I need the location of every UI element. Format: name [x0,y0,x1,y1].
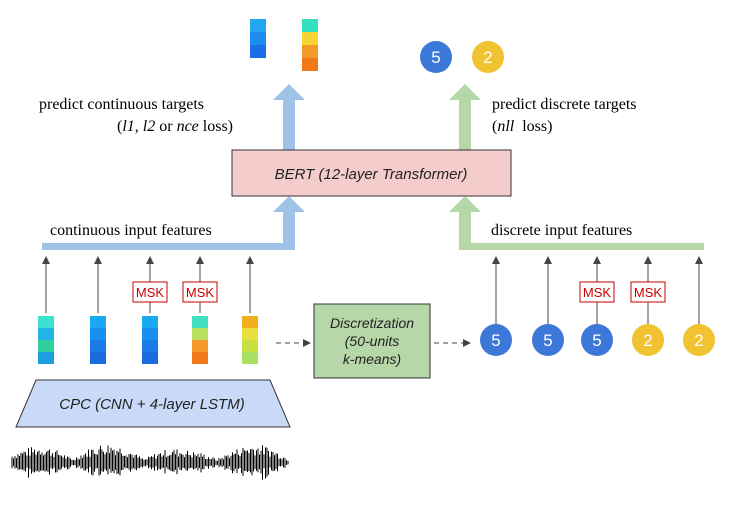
token-circle [581,324,613,356]
continuous-loss-label: (l1, l2 or nce loss) [117,118,233,135]
svg-text:(50-units: (50-units [345,333,399,349]
feature-cell [192,316,208,328]
svg-text:MSK: MSK [136,285,165,300]
msk-box: MSK [182,281,218,303]
discrete-token-3: MSK 5 [579,256,615,356]
feature-cell [192,352,208,364]
svg-text:2: 2 [483,48,492,67]
feature-cell [142,340,158,352]
feature-cell [192,340,208,352]
continuous-input-arrow [42,196,305,250]
discrete-token-columns: 5 5 MSK 5 MSK 2 2 [480,256,715,356]
discrete-loss-label: (nll loss) [492,118,552,135]
continuous-target-vectors [250,19,318,71]
cpc-encoder-block: CPC (CNN + 4-layer LSTM) [15,379,291,428]
feature-cell [90,328,106,340]
token-label: 5 [543,331,552,350]
continuous-feature-1 [38,256,54,364]
target-vector-cell [302,58,318,71]
feature-cell [142,352,158,364]
discrete-target-token-5: 5 [420,41,452,73]
continuous-feature-4: MSK [182,256,218,364]
msk-box: MSK [579,281,615,303]
token-label: 2 [694,331,703,350]
target-vector-cell [302,45,318,58]
discrete-token-1: 5 [480,256,512,356]
target-vector-cell [250,45,266,58]
svg-text:k-means): k-means) [343,351,401,367]
discrete-token-4: MSK 2 [630,256,666,356]
discrete-input-arrow [449,196,704,250]
feature-cell [242,328,258,340]
msk-box: MSK [630,281,666,303]
svg-text:MSK: MSK [634,285,663,300]
discrete-target-token-2: 2 [472,41,504,73]
svg-text:MSK: MSK [583,285,612,300]
svg-text:Discretization: Discretization [330,315,414,331]
feature-cell [242,316,258,328]
feature-cell [38,340,54,352]
target-vector-cell [250,32,266,45]
feature-cell [90,316,106,328]
token-label: 5 [592,331,601,350]
discrete-input-label: discrete input features [491,222,632,239]
continuous-output-arrow [273,84,305,150]
svg-text:5: 5 [431,48,440,67]
continuous-feature-5 [242,256,258,364]
token-label: 2 [643,331,652,350]
predict-continuous-label: predict continuous targets [39,96,204,113]
target-vector-2 [302,19,318,71]
predict-discrete-label: predict discrete targets [492,96,637,113]
target-vector-1 [250,19,266,58]
svg-text:MSK: MSK [186,285,215,300]
feature-cell [242,340,258,352]
feature-cell [38,316,54,328]
feature-cell [242,352,258,364]
target-vector-cell [302,32,318,45]
continuous-input-label: continuous input features [50,222,212,239]
feature-cell [38,328,54,340]
token-circle [632,324,664,356]
feature-cell [192,328,208,340]
target-vector-cell [302,19,318,32]
token-circle [480,324,512,356]
continuous-feature-columns: MSK MSK [38,256,258,364]
discrete-output-arrow [449,84,481,150]
feature-cell [142,328,158,340]
discrete-token-2: 5 [532,256,564,356]
target-vector-cell [250,19,266,32]
feature-cell [90,352,106,364]
continuous-feature-2 [90,256,106,364]
token-circle [683,324,715,356]
feature-cell [142,316,158,328]
svg-text:BERT (12-layer Transformer): BERT (12-layer Transformer) [275,166,468,183]
discretization-block: Discretization (50-units k-means) [313,303,431,379]
continuous-feature-3: MSK [132,256,168,364]
feature-cell [90,340,106,352]
feature-cell [38,352,54,364]
msk-box: MSK [132,281,168,303]
audio-waveform [11,445,289,480]
token-label: 5 [491,331,500,350]
bert-block: BERT (12-layer Transformer) [231,149,512,197]
discrete-token-5: 2 [683,256,715,356]
token-circle [532,324,564,356]
svg-text:CPC (CNN + 4-layer LSTM): CPC (CNN + 4-layer LSTM) [59,396,244,413]
